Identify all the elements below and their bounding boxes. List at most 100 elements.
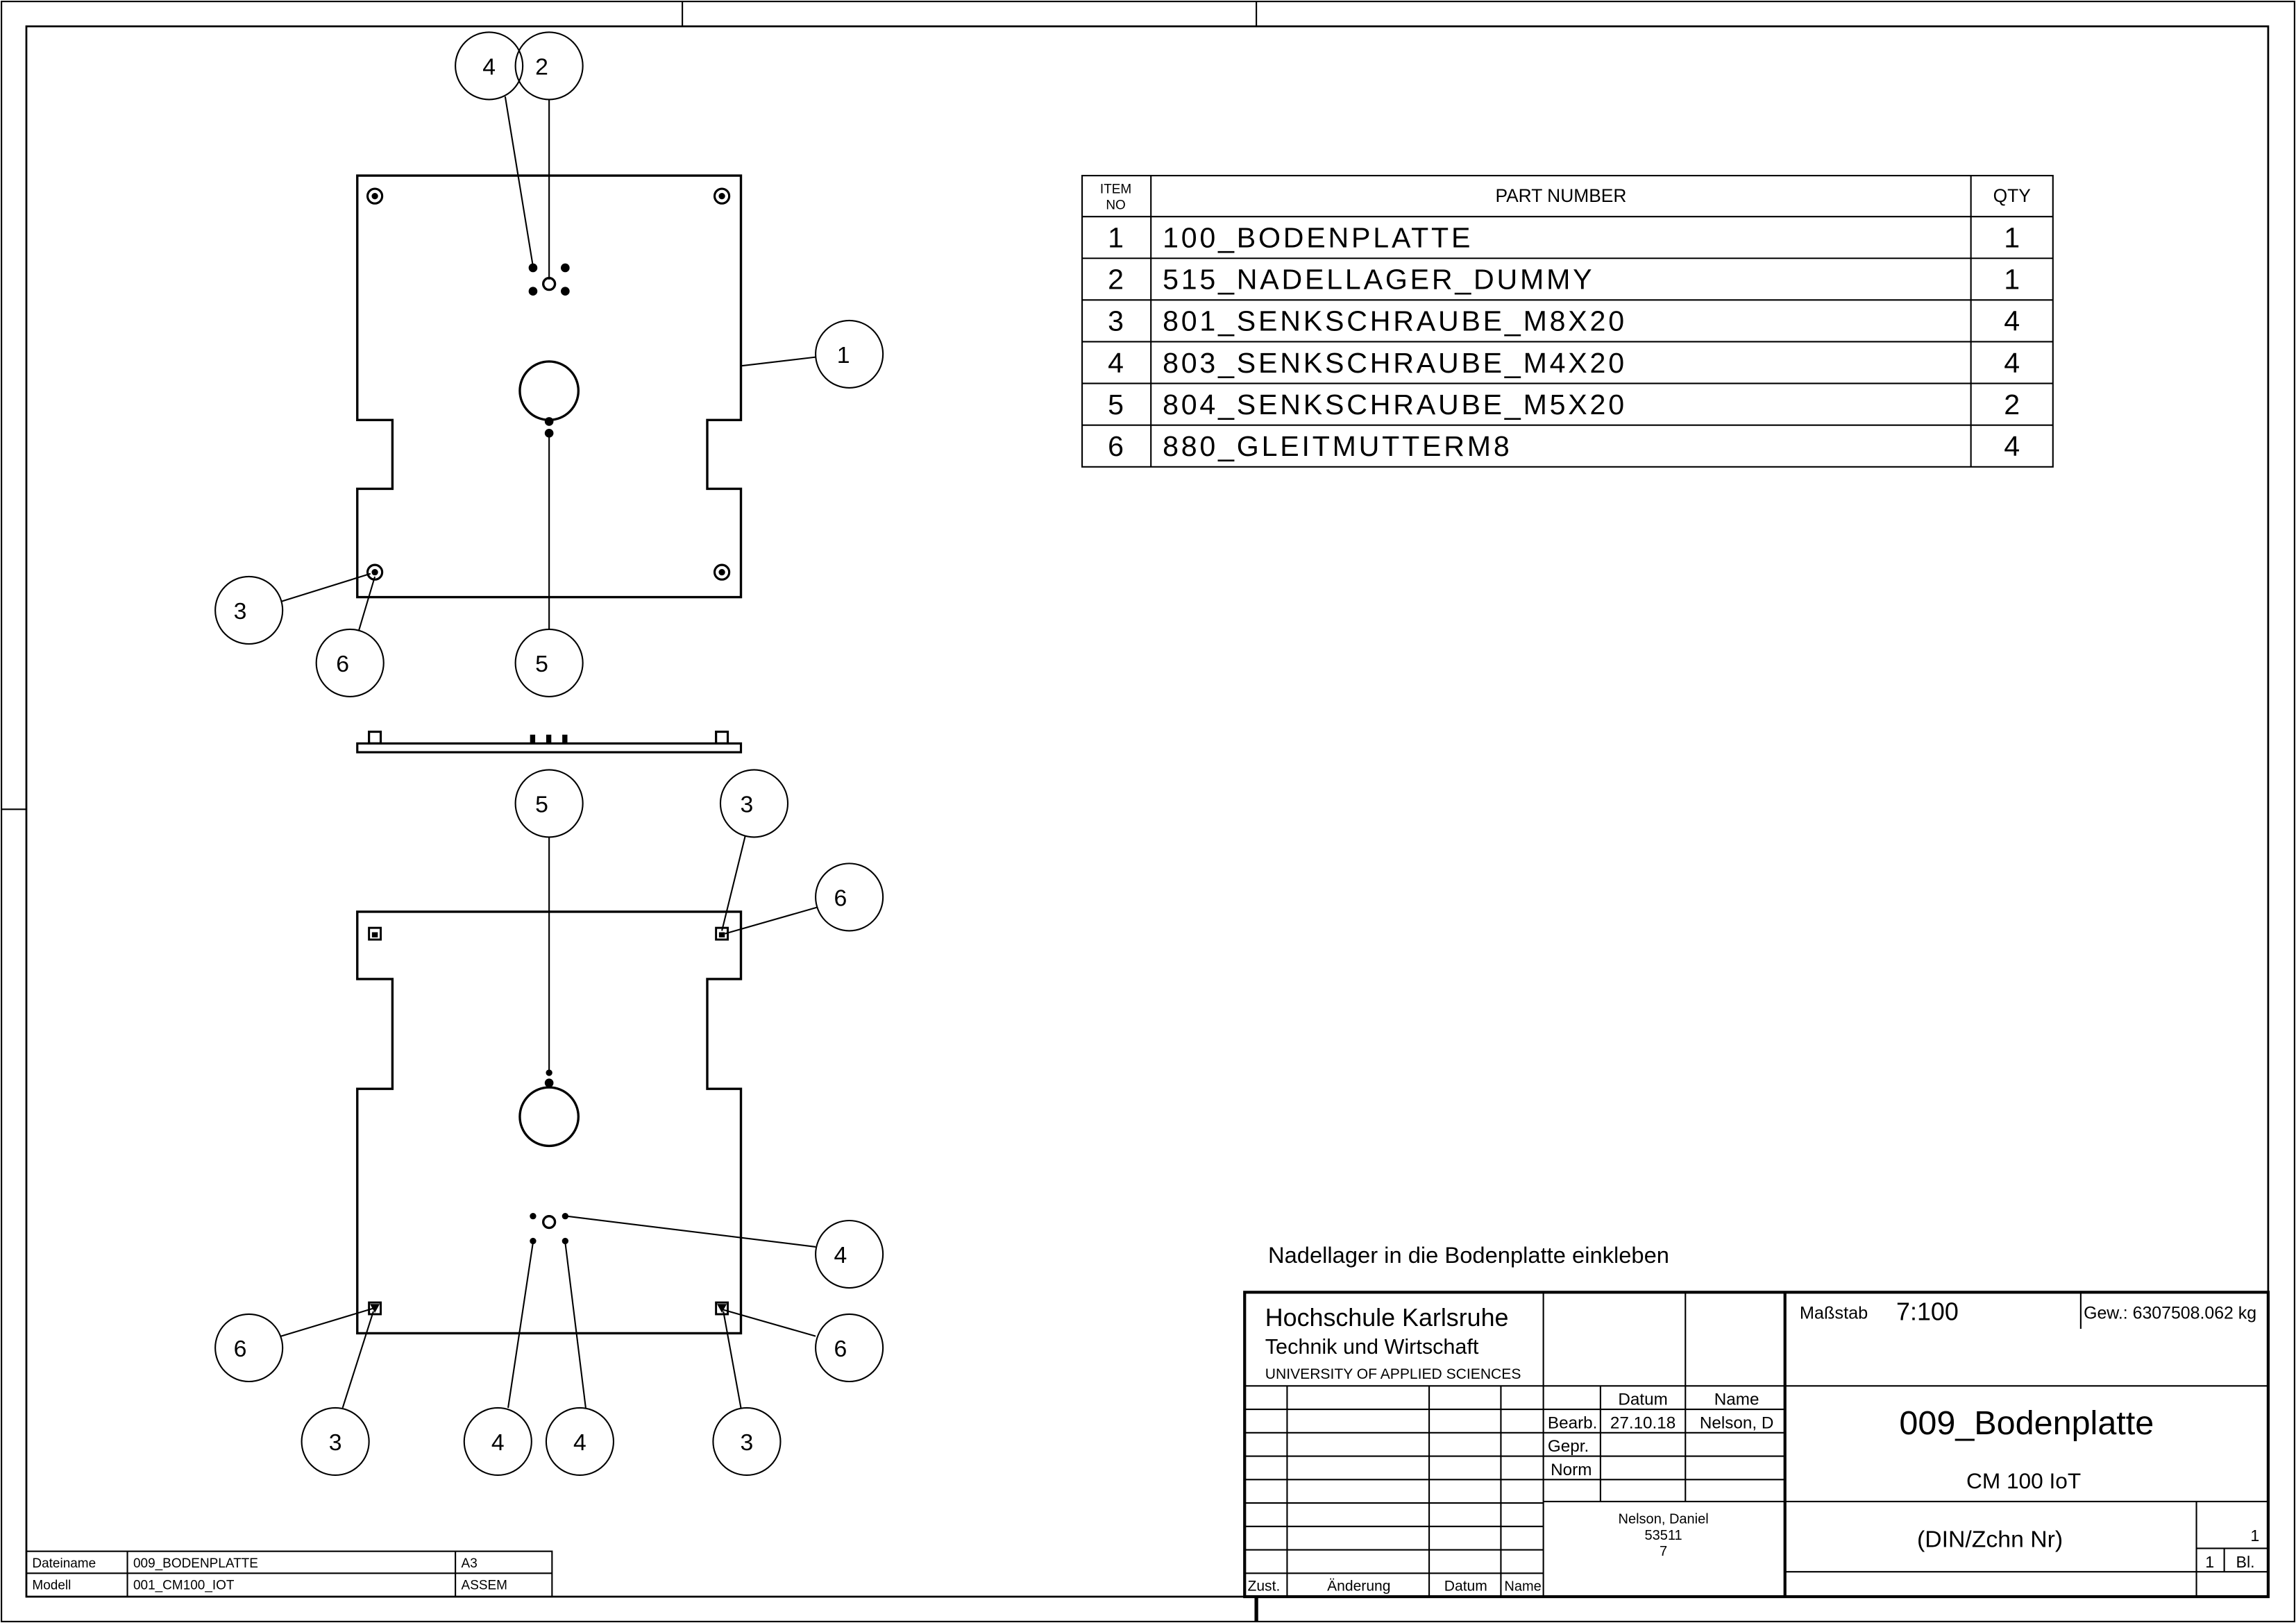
bom-row: 6 880_GLEITMUTTERM8 4 — [1108, 430, 2020, 462]
screw-hole — [544, 417, 554, 426]
university-subtitle: UNIVERSITY OF APPLIED SCIENCES — [1265, 1366, 1521, 1382]
side-view-screw — [562, 734, 568, 744]
bearing-seat — [542, 1214, 557, 1230]
screw-hole — [546, 1069, 552, 1076]
bom-item-no: 2 — [1108, 264, 1124, 296]
bom-row: 3 801_SENKSCHRAUBE_M8X20 4 — [1108, 305, 2020, 337]
screw-hole — [530, 1237, 537, 1245]
revision-header-status: Zust. — [1247, 1579, 1280, 1595]
balloon-label: 3 — [329, 1429, 342, 1456]
side-view-nut — [368, 730, 382, 745]
bom-row: 5 804_SENKSCHRAUBE_M5X20 2 — [1108, 389, 2020, 420]
leader-line — [725, 906, 818, 935]
slide-nut — [715, 1301, 729, 1316]
model-label: Modell — [32, 1578, 71, 1592]
file-name-value: 009_BODENPLATTE — [133, 1556, 258, 1571]
bom-item-no: 3 — [1108, 305, 1124, 337]
drawing-subtitle: CM 100 IoT — [1966, 1468, 2081, 1493]
bom-item-no: 4 — [1108, 347, 1124, 379]
bom-qty: 1 — [2004, 221, 2020, 253]
bom-row: 4 803_SENKSCHRAUBE_M4X20 4 — [1108, 347, 2020, 379]
approval-label-norm: Norm — [1551, 1461, 1592, 1479]
bom-qty: 4 — [2004, 430, 2020, 462]
item-balloon: 6 — [214, 1313, 284, 1383]
balloon-label: 4 — [482, 54, 496, 80]
balloon-label: 4 — [491, 1429, 505, 1456]
leader-line — [566, 1215, 816, 1248]
corner-hole — [713, 563, 731, 581]
item-balloon: 6 — [315, 628, 385, 697]
faculty-name: Technik und Wirtschaft — [1265, 1335, 1479, 1359]
top-view-plate-outline — [356, 174, 743, 599]
item-balloon: 2 — [514, 31, 584, 101]
bom-header-part: PART NUMBER — [1495, 185, 1626, 206]
leader-line — [507, 1242, 534, 1409]
bottom-view: 5 3 6 4 6 6 3 4 4 3 — [214, 769, 884, 1477]
bom-row: 1 100_BODENPLATTE 1 — [1108, 221, 2020, 253]
screw-hole — [528, 287, 538, 296]
balloon-label: 6 — [336, 651, 349, 677]
bom-item-no: 6 — [1108, 430, 1124, 462]
balloon-label: 5 — [535, 651, 548, 677]
screw-hole — [528, 263, 538, 273]
institution-name: Hochschule Karlsruhe — [1265, 1304, 1509, 1332]
balloon-label: 2 — [535, 54, 548, 80]
leader-line — [280, 1307, 374, 1337]
drawing-number: (DIN/Zchn Nr) — [1917, 1526, 2063, 1552]
side-view — [356, 730, 743, 754]
bom-table: ITEM NO PART NUMBER QTY 1 100_BODENPLATT… — [1081, 175, 2054, 468]
revision-header-name: Name — [1504, 1579, 1541, 1595]
balloon-label: 5 — [535, 792, 548, 818]
approval-drawn-date: 27.10.18 — [1610, 1413, 1675, 1432]
bom-header-item-no: NO — [1106, 198, 1125, 213]
scale-value: 7:100 — [1896, 1298, 1959, 1325]
revision-header-change: Änderung — [1327, 1579, 1390, 1595]
file-name-label: Dateiname — [32, 1556, 96, 1571]
model-value: 001_CM100_IOT — [133, 1578, 235, 1592]
balloon-label: 6 — [834, 885, 847, 912]
leader-line — [357, 576, 376, 631]
item-balloon: 6 — [815, 863, 884, 932]
side-view-nut — [715, 730, 729, 745]
item-balloon: 3 — [719, 769, 789, 838]
screw-hole — [530, 1213, 537, 1220]
balloon-label: 6 — [834, 1336, 847, 1362]
title-block: Hochschule Karlsruhe Technik und Wirtsch… — [1243, 1291, 2270, 1599]
item-balloon: 5 — [514, 769, 584, 838]
corner-hole — [366, 187, 384, 205]
title-block-border — [1243, 1291, 2270, 1599]
balloon-label: 3 — [234, 598, 247, 624]
bom-border — [1081, 175, 2054, 468]
bom-header-item: ITEM — [1100, 182, 1131, 196]
bottom-view-plate-outline — [356, 910, 743, 1335]
item-balloon: 3 — [214, 575, 284, 645]
approval-header-name: Name — [1714, 1391, 1759, 1409]
item-balloon: 4 — [463, 1407, 532, 1477]
sheet-label: Bl. — [2236, 1553, 2255, 1571]
screw-hole — [561, 263, 570, 273]
slide-nut — [368, 926, 382, 941]
weight-value: Gew.: 6307508.062 kg — [2084, 1303, 2256, 1323]
approval-label-drawn: Bearb. — [1548, 1413, 1597, 1432]
bom-part-number: 515_NADELLAGER_DUMMY — [1163, 264, 1594, 296]
bom-item-no: 1 — [1108, 221, 1124, 253]
item-balloon: 3 — [712, 1407, 782, 1477]
item-balloon: 5 — [514, 628, 584, 697]
bom-qty: 4 — [2004, 347, 2020, 379]
screw-hole — [562, 1237, 568, 1245]
balloon-label: 1 — [837, 342, 850, 368]
corner-hole — [713, 187, 731, 205]
corner-hole — [366, 563, 384, 581]
side-view-screw — [546, 734, 552, 744]
author-id: 53511 — [1645, 1528, 1682, 1543]
leader-line — [504, 96, 534, 267]
bom-part-number: 804_SENKSCHRAUBE_M5X20 — [1163, 389, 1627, 420]
revision-header-date: Datum — [1444, 1579, 1487, 1595]
balloon-label: 4 — [834, 1242, 847, 1268]
side-view-screw — [530, 734, 536, 744]
leader-line — [723, 1309, 816, 1337]
screw-hole — [544, 1078, 554, 1088]
item-balloon: 4 — [545, 1407, 615, 1477]
bom-item-no: 5 — [1108, 389, 1124, 420]
approval-drawn-name: Nelson, D — [1700, 1413, 1773, 1432]
